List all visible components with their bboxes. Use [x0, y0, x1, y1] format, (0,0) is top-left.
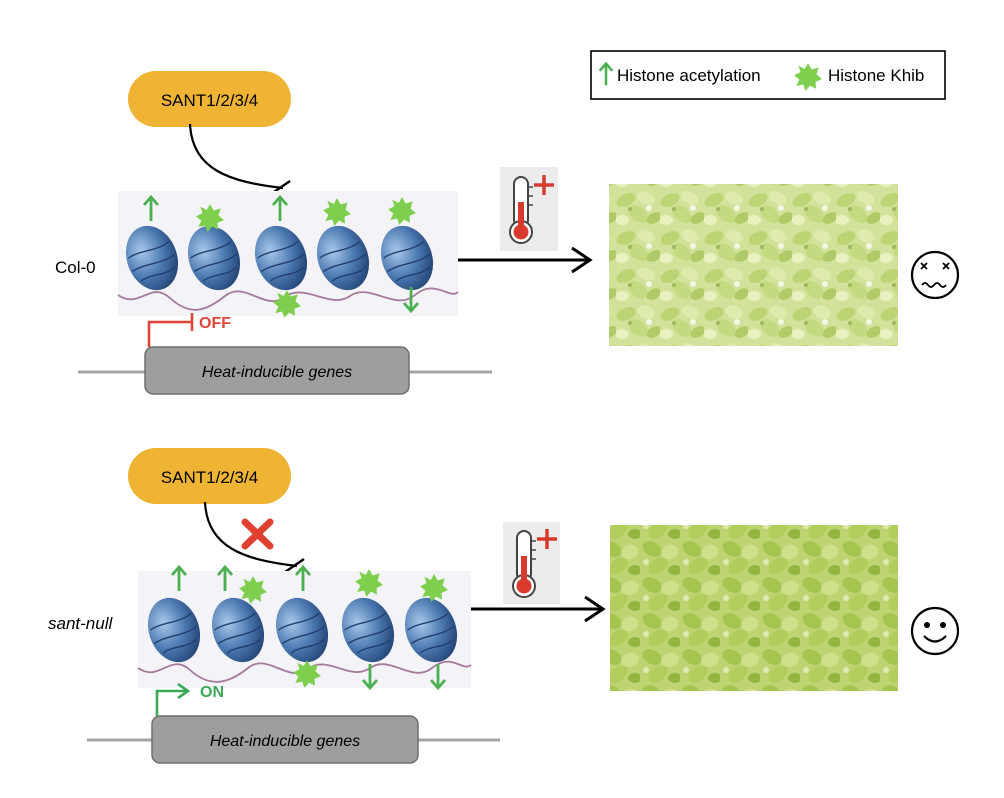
legend-acetylation-label: Histone acetylation	[617, 66, 761, 85]
promoter-state-label: ON	[200, 684, 224, 701]
nucleosome-icon	[187, 225, 241, 291]
nucleosome-icon	[341, 597, 395, 663]
legend-box	[590, 50, 946, 100]
outcome-arrowhead	[584, 595, 606, 623]
repression-curve	[188, 123, 284, 190]
legend-khib-label: Histone Khib	[828, 66, 924, 85]
nucleosome-icon	[254, 225, 308, 291]
panel-sant-null: SANT1/2/3/4 sant-null Heat-inducible ge	[48, 448, 960, 764]
sant-label: SANT1/2/3/4	[161, 468, 258, 487]
outcome-arrowhead	[571, 246, 593, 274]
gene-label: Heat-inducible genes	[202, 364, 352, 381]
sant-complex-box	[128, 71, 291, 127]
promoter-off-line	[147, 320, 192, 347]
nucleosome-icon	[125, 225, 179, 291]
sant-complex-box	[128, 448, 291, 504]
gene-box	[151, 715, 419, 764]
seedlings-photo-bleach	[609, 184, 898, 346]
nucleosome-icon	[275, 597, 329, 663]
gene-box	[144, 346, 410, 395]
promoter-state-label: OFF	[199, 315, 231, 332]
legend: Histone acetylation Histone Khib	[590, 50, 946, 100]
seedlings-photo	[610, 525, 898, 691]
thermometer-heat-icon	[500, 167, 558, 251]
seedlings-photo	[609, 184, 898, 346]
repression-curve	[203, 501, 298, 568]
genotype-label: Col-0	[55, 258, 96, 277]
promoter-on-line	[155, 689, 186, 716]
blocked-x-icon	[241, 518, 274, 550]
panel-col0: SANT1/2/3/4 Col-0 Heat-inducible genes O…	[55, 71, 960, 395]
distressed-face	[910, 250, 960, 300]
thermometer-heat-icon	[503, 522, 560, 604]
promoter-on-arrowhead	[177, 682, 191, 700]
nucleosome-icon	[316, 225, 370, 291]
nucleosome-row	[125, 225, 434, 291]
nucleosome-icon	[147, 597, 201, 663]
nucleosome-icon	[211, 597, 265, 663]
sant-label: SANT1/2/3/4	[161, 91, 258, 110]
happy-face	[910, 606, 960, 656]
genotype-label: sant-null	[48, 614, 113, 633]
gene-label: Heat-inducible genes	[210, 733, 360, 750]
nucleosome-icon	[380, 225, 434, 291]
nucleosome-icon	[404, 597, 458, 663]
nucleosome-row	[147, 597, 458, 663]
